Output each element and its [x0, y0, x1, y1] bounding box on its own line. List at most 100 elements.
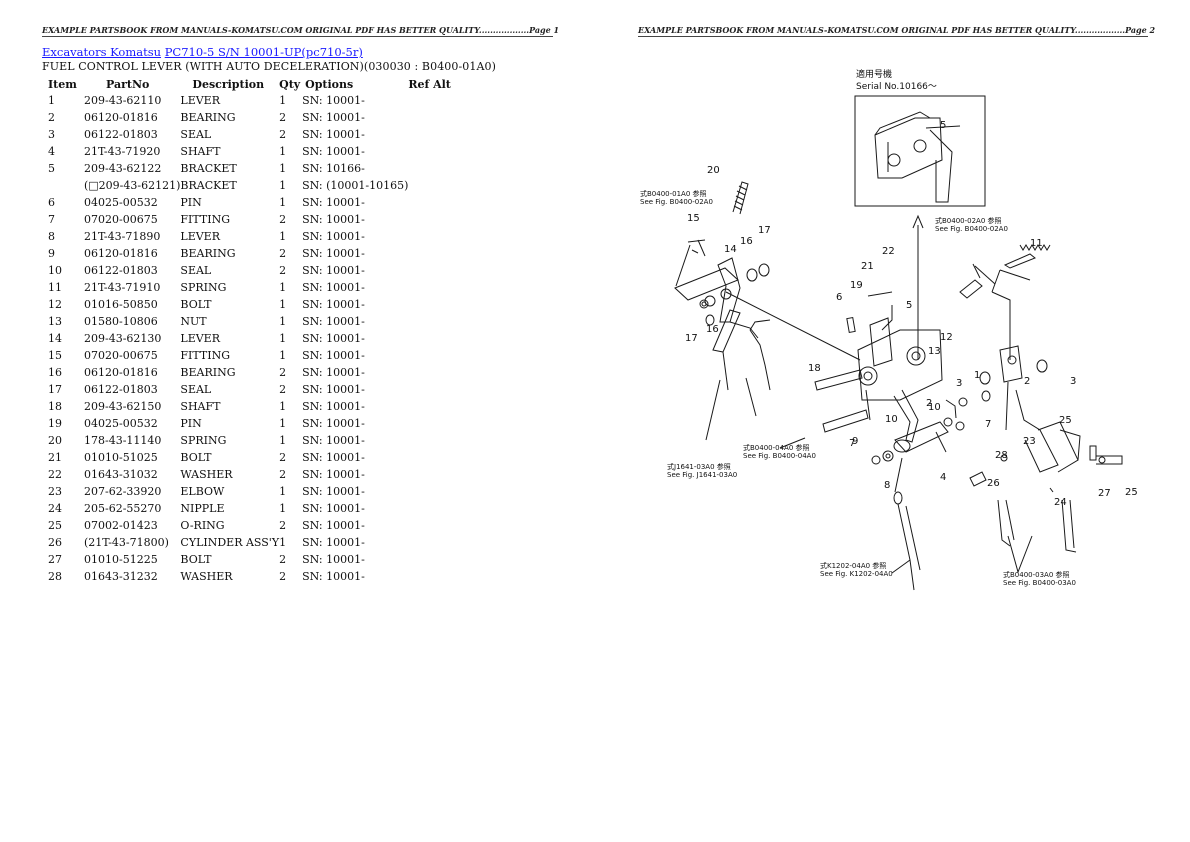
cell-description: SPRING [180, 281, 227, 294]
cell-options: SN: 10001- [302, 94, 365, 107]
cell-partno: 209-43-62150 [84, 400, 162, 413]
cell-ref-alt [408, 517, 468, 534]
cell-partno: 01580-10806 [84, 315, 158, 328]
cell-qty: 2 [279, 468, 287, 481]
page-title: FUEL CONTROL LEVER (WITH AUTO DECELERATI… [42, 60, 497, 73]
parts-table: Item PartNo Description Qty Options Ref … [42, 76, 468, 585]
cell-qty: 2 [279, 247, 287, 260]
central-bracket-assembly [846, 291, 943, 443]
diagram-callout-7: 7 [985, 419, 991, 430]
diagram-callout-13: 13 [928, 346, 941, 357]
diagram-callout-12: 12 [940, 332, 953, 343]
diagram-callout-3: 3 [956, 378, 962, 389]
cell-ref-alt [408, 568, 468, 585]
cell-options: SN: 10001- [302, 315, 365, 328]
cell-ref-alt [408, 245, 468, 262]
cell-item: 18 [48, 400, 62, 413]
cell-options: SN: 10001- [302, 502, 365, 515]
diagram-callout-14: 14 [724, 244, 737, 255]
cell-description: SHAFT [180, 145, 221, 158]
cell-item: 28 [48, 570, 62, 583]
diagram-ref-see-fig: See Fig. B0400-02A0 [935, 225, 1008, 233]
cell-qty: 2 [279, 213, 287, 226]
cell-qty: 1 [279, 417, 287, 430]
cell-item: 9 [48, 247, 55, 260]
cell-options: SN: 10001- [302, 128, 365, 141]
column-header-partno: PartNo [106, 77, 150, 91]
diagram-callout-17: 17 [685, 333, 698, 344]
diagram-callout-21: 21 [861, 261, 874, 272]
cell-ref-alt [408, 109, 468, 126]
breadcrumb-link-model[interactable]: PC710-5 S/N 10001-UP(pc710-5r) [164, 45, 363, 59]
cell-ref-alt [408, 279, 468, 296]
cell-options: SN: 10001- [302, 553, 365, 566]
column-header-qty: Qty [279, 77, 301, 91]
cell-ref-alt [408, 228, 468, 245]
cell-options: SN: 10001- [302, 468, 365, 481]
diagram-callout-19: 19 [850, 280, 863, 291]
cell-partno: (□209-43-62121) [84, 179, 181, 192]
cell-partno: 209-43-62122 [84, 162, 162, 175]
cell-options: SN: (10001-10165) [302, 179, 409, 192]
cell-options: SN: 10001- [302, 349, 365, 362]
page-1-header: EXAMPLE PARTSBOOK FROM MANUALS-KOMATSU.C… [42, 25, 560, 37]
cell-item: 22 [48, 468, 62, 481]
diagram-ref-jp: 式B0400-01A0 参照 [640, 189, 707, 198]
diagram-ref-jp: 式B0400-03A0 参照 [1003, 570, 1070, 579]
cell-options: SN: 10001- [302, 485, 365, 498]
cell-partno: 06120-01816 [84, 247, 158, 260]
cell-item: 21 [48, 451, 62, 464]
cell-options: SN: 10001- [302, 400, 365, 413]
cell-description: SEAL [180, 128, 212, 141]
diagram-callout-10: 10 [928, 402, 941, 413]
breadcrumb: Excavators Komatsu PC710-5 S/N 10001-UP(… [42, 45, 363, 59]
diagram-callout-9: 9 [852, 436, 858, 447]
breadcrumb-link-category[interactable]: Excavators Komatsu [42, 45, 162, 59]
cell-partno: 205-62-55270 [84, 502, 162, 515]
cell-options: SN: 10001- [302, 264, 365, 277]
diagram-callout-27: 27 [1098, 488, 1111, 499]
exploded-parts-diagram: 適用号機 Serial No.10166～ 201514161717161819… [640, 68, 1138, 591]
diagram-ref-jp: 式K1202-04A0 参照 [820, 561, 886, 570]
cell-qty: 1 [279, 536, 287, 549]
cell-ref-alt [408, 466, 468, 483]
cell-description: NUT [180, 315, 207, 328]
diagram-callout-7: 7 [849, 438, 855, 449]
diagram-callout-16: 16 [740, 236, 753, 247]
cell-options: SN: 10166- [302, 162, 365, 175]
cell-qty: 2 [279, 366, 287, 379]
diagram-callout-22: 22 [882, 246, 895, 257]
right-assembly [959, 244, 1123, 553]
cell-options: SN: 10001- [302, 213, 365, 226]
cell-description: ELBOW [180, 485, 225, 498]
cell-partno: 06120-01816 [84, 111, 158, 124]
cell-item: 25 [48, 519, 62, 532]
diagram-callout-6: 6 [836, 292, 842, 303]
cell-description: SEAL [180, 383, 212, 396]
cell-ref-alt [408, 449, 468, 466]
column-header-options: Options [305, 77, 354, 91]
diagram-callout-10: 10 [885, 414, 898, 425]
cell-qty: 2 [279, 553, 287, 566]
diagram-callout-20: 20 [707, 165, 720, 176]
cell-partno: 21T-43-71920 [84, 145, 161, 158]
inset-bracket-drawing [874, 111, 953, 203]
cell-partno: 207-62-33920 [84, 485, 162, 498]
cell-ref-alt [408, 398, 468, 415]
cell-description: BEARING [180, 366, 236, 379]
cell-partno: 21T-43-71910 [84, 281, 161, 294]
cell-item: 10 [48, 264, 62, 277]
cell-item: 5 [48, 162, 55, 175]
cell-ref-alt [408, 262, 468, 279]
cell-options: SN: 10001- [302, 451, 365, 464]
cell-description: BOLT [180, 451, 212, 464]
